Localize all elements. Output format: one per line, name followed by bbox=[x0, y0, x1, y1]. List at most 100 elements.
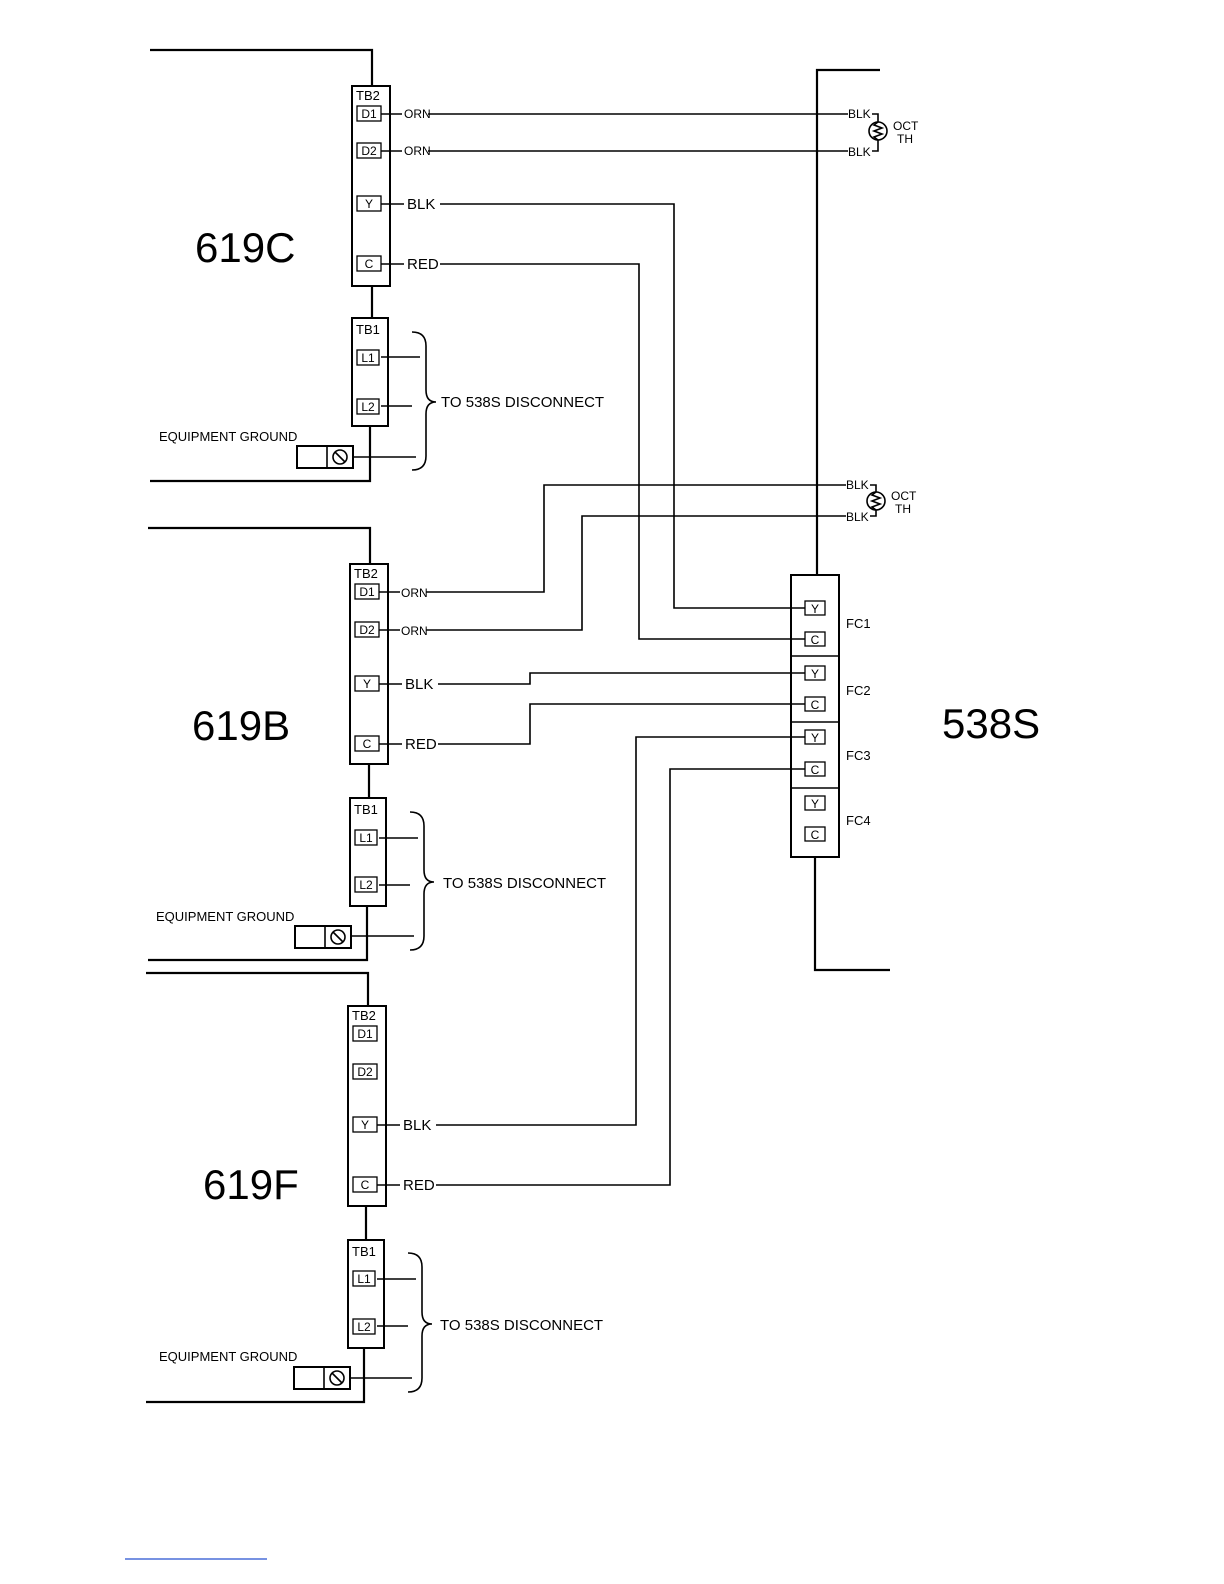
619c-l1-terminal bbox=[356, 349, 380, 366]
619b-c-label: C bbox=[363, 737, 372, 751]
538s-terminal-strip bbox=[790, 574, 840, 858]
fc4-y-label: Y bbox=[811, 797, 819, 811]
619c-y-label: Y bbox=[365, 197, 373, 211]
unit-619b-outline bbox=[148, 526, 372, 962]
619f-tb1-label: TB1 bbox=[352, 1244, 376, 1259]
619f-c-wire-label: RED bbox=[403, 1177, 435, 1194]
619c-tb1-label: TB1 bbox=[356, 322, 380, 337]
unit-619c-label: 619C bbox=[195, 224, 295, 271]
619b-d2-wire-label: ORN bbox=[401, 624, 428, 638]
unit-538s-outline bbox=[813, 68, 890, 972]
oct-th-1-label-bottom: TH bbox=[897, 132, 913, 146]
619f-d2-terminal bbox=[352, 1063, 378, 1080]
619f-d2-label: D2 bbox=[357, 1065, 373, 1079]
fc1-y-label: Y bbox=[811, 602, 819, 616]
619c-d2-label: D2 bbox=[361, 144, 377, 158]
oct-th-1-label-top: OCT bbox=[893, 119, 919, 133]
oct-th-2-label-bottom: TH bbox=[895, 502, 911, 516]
619b-disconnect-label: TO 538S DISCONNECT bbox=[443, 875, 606, 892]
oct-th-1-lead-bottom: BLK bbox=[848, 145, 871, 159]
619c-c-to-fc1 bbox=[381, 263, 805, 640]
619f-y-label: Y bbox=[361, 1118, 369, 1132]
fc1-label: FC1 bbox=[846, 616, 871, 631]
unit-619f-label: 619F bbox=[203, 1161, 299, 1208]
619c-tb2-label: TB2 bbox=[356, 88, 380, 103]
619b-d2-to-oct-th-2 bbox=[379, 515, 846, 631]
619b-l2-terminal bbox=[354, 876, 378, 893]
fc2-c-label: C bbox=[811, 698, 820, 712]
619c-y-to-fc1 bbox=[381, 203, 805, 609]
619f-l2-terminal bbox=[352, 1318, 376, 1335]
619c-disconnect-brace bbox=[411, 331, 437, 471]
619f-power-leads bbox=[348, 1278, 416, 1379]
fc4-c-label: C bbox=[811, 828, 820, 842]
619f-l2-label: L2 bbox=[357, 1320, 371, 1334]
619c-ground-label: EQUIPMENT GROUND bbox=[159, 429, 297, 444]
619c-d1-wire-label: ORN bbox=[404, 107, 431, 121]
619c-y-wire-label: BLK bbox=[407, 196, 435, 213]
fc2-y-label: Y bbox=[811, 667, 819, 681]
fc2-label: FC2 bbox=[846, 683, 871, 698]
ground-screw-icon bbox=[332, 449, 348, 465]
619b-d1-to-oct-th-2 bbox=[379, 484, 846, 593]
619c-d1-label: D1 bbox=[361, 107, 377, 121]
619b-d1-label: D1 bbox=[359, 585, 375, 599]
619f-ground-lug bbox=[293, 1366, 351, 1390]
619b-y-label: Y bbox=[363, 677, 371, 691]
619f-l1-terminal bbox=[352, 1270, 376, 1287]
619b-disconnect-brace bbox=[409, 811, 435, 951]
619c-l2-label: L2 bbox=[361, 400, 375, 414]
619b-c-to-fc2 bbox=[379, 703, 805, 745]
619b-l2-label: L2 bbox=[359, 878, 373, 892]
619f-l1-label: L1 bbox=[357, 1272, 371, 1286]
oct-th-1-lead-top: BLK bbox=[848, 107, 871, 121]
619c-l2-terminal bbox=[356, 398, 380, 415]
fc3-y-label: Y bbox=[811, 731, 819, 745]
619f-y-wire-label: BLK bbox=[403, 1117, 431, 1134]
ground-screw-icon bbox=[329, 1370, 345, 1386]
619c-disconnect-label: TO 538S DISCONNECT bbox=[441, 394, 604, 411]
619b-c-wire-label: RED bbox=[405, 736, 437, 753]
fc4-y-terminal bbox=[804, 795, 826, 811]
619b-power-leads bbox=[350, 837, 418, 937]
619c-c-wire-label: RED bbox=[407, 256, 439, 273]
619f-d1-terminal bbox=[352, 1025, 378, 1042]
619f-c-label: C bbox=[361, 1178, 370, 1192]
fc1-c-label: C bbox=[811, 633, 820, 647]
thermistor-icon bbox=[866, 491, 886, 511]
unit-538s-label: 538S bbox=[942, 700, 1040, 747]
619f-disconnect-label: TO 538S DISCONNECT bbox=[440, 1317, 603, 1334]
619c-ground-lug bbox=[296, 445, 354, 469]
619f-c-to-fc3 bbox=[377, 768, 805, 1186]
619b-d1-wire-label: ORN bbox=[401, 586, 428, 600]
oct-th-2-lead-top: BLK bbox=[846, 478, 869, 492]
619c-l1-label: L1 bbox=[361, 351, 375, 365]
thermistor-icon bbox=[868, 121, 888, 141]
619b-l1-terminal bbox=[354, 829, 378, 846]
619b-tb2-label: TB2 bbox=[354, 566, 378, 581]
619f-d1-label: D1 bbox=[357, 1027, 373, 1041]
619b-l1-label: L1 bbox=[359, 831, 373, 845]
unit-619c-outline bbox=[150, 48, 374, 483]
fc4-label: FC4 bbox=[846, 813, 871, 828]
unit-619f-outline bbox=[146, 971, 370, 1404]
fc3-c-label: C bbox=[811, 763, 820, 777]
619f-tb2-label: TB2 bbox=[352, 1008, 376, 1023]
619f-disconnect-brace bbox=[407, 1252, 433, 1393]
oct-th-2-lead-bottom: BLK bbox=[846, 510, 869, 524]
fc3-label: FC3 bbox=[846, 748, 871, 763]
619c-c-label: C bbox=[365, 257, 374, 271]
619b-tb1-label: TB1 bbox=[354, 802, 378, 817]
619f-ground-label: EQUIPMENT GROUND bbox=[159, 1349, 297, 1364]
619b-y-wire-label: BLK bbox=[405, 676, 433, 693]
619f-y-to-fc3 bbox=[377, 736, 805, 1126]
619b-ground-lug bbox=[294, 925, 352, 949]
ground-screw-icon bbox=[330, 929, 346, 945]
619b-d2-label: D2 bbox=[359, 623, 375, 637]
619c-power-leads bbox=[352, 356, 420, 458]
619c-d2-wire-label: ORN bbox=[404, 144, 431, 158]
oct-th-2-label-top: OCT bbox=[891, 489, 917, 503]
unit-619b-label: 619B bbox=[192, 702, 290, 749]
619b-ground-label: EQUIPMENT GROUND bbox=[156, 909, 294, 924]
